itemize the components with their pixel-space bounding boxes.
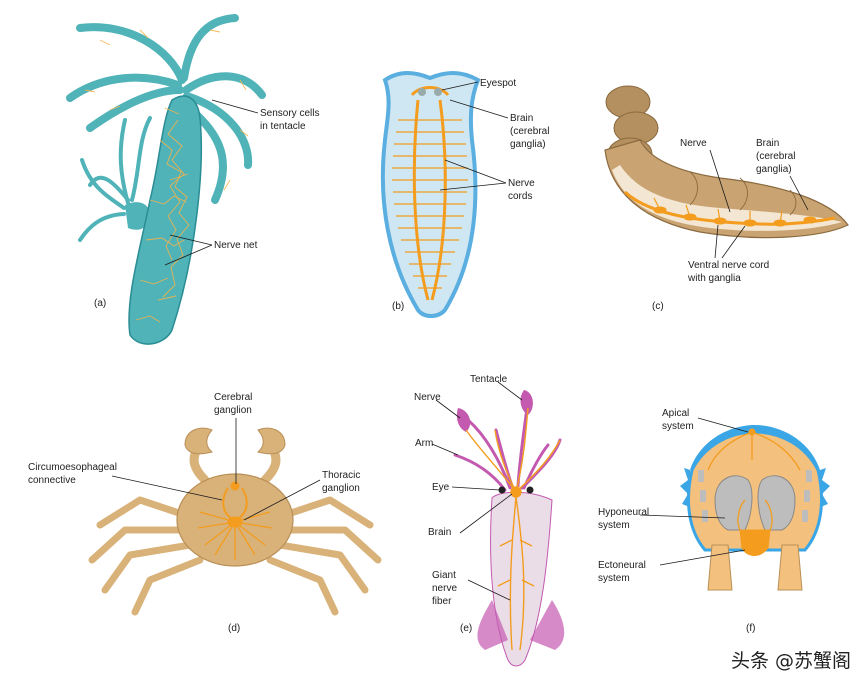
label-brain-3: ganglia)	[756, 164, 792, 175]
panel-d-crab: Cerebral ganglion Circumoesophageal conn…	[28, 392, 382, 634]
squid-fins	[477, 600, 565, 650]
panel-d-tag: (d)	[228, 623, 240, 634]
panel-f-tag: (f)	[746, 623, 755, 634]
watermark: 头条 @苏蟹阁	[730, 650, 851, 672]
label-brain-3: ganglia)	[510, 139, 546, 150]
urchin-nerves	[707, 428, 801, 556]
label-eyespot: Eyespot	[480, 78, 516, 89]
flatworm-transverse-nerves	[392, 119, 468, 289]
label-apical-system-2: system	[662, 421, 694, 432]
crab-legs	[88, 496, 382, 616]
label-thoracic-ganglion: Thoracic	[322, 470, 360, 481]
label-hyponeural-system: Hyponeural	[598, 507, 649, 518]
label-tentacle: Tentacle	[470, 374, 508, 385]
flatworm-nerve-cords	[410, 86, 450, 301]
squid-arm-tips	[456, 390, 533, 432]
label-circumoesophageal: Circumoesophageal	[28, 462, 117, 473]
label-ectoneural-system: Ectoneural	[598, 560, 646, 571]
label-nerve-cords-2: cords	[508, 191, 532, 202]
label-cerebral-ganglion: Cerebral	[214, 392, 252, 403]
label-brain: Brain	[756, 138, 779, 149]
label-nerve: Nerve	[680, 138, 707, 149]
label-nerve: Nerve	[414, 392, 441, 403]
annelid-ventral-cord	[623, 190, 836, 227]
squid-nerves	[465, 407, 561, 651]
label-apical-system: Apical	[662, 408, 689, 419]
panel-b-tag: (b)	[392, 301, 404, 312]
flatworm-eyespots	[418, 88, 442, 96]
panel-e-squid: Tentacle Nerve Arm Eye Brain Giant nerve…	[414, 374, 565, 667]
panel-c-annelid: Nerve Brain (cerebral ganglia) Ventral n…	[604, 85, 849, 312]
label-ventral-nerve-cord: Ventral nerve cord	[688, 260, 769, 271]
label-giant-nerve-fiber-3: fiber	[432, 596, 452, 607]
label-giant-nerve-fiber: Giant	[432, 570, 456, 581]
crab-nerves	[197, 481, 273, 560]
label-nerve-cords: Nerve	[508, 178, 535, 189]
label-ectoneural-system-2: system	[598, 573, 630, 584]
panel-a-hydra: Sensory cells in tentacle Nerve net (a)	[66, 14, 319, 345]
squid-arms	[453, 398, 562, 492]
label-hyponeural-system-2: system	[598, 520, 630, 531]
annelid-upper-rings	[689, 171, 797, 216]
panel-a-tag: (a)	[94, 298, 106, 309]
label-sensory-cells-2: in tentacle	[260, 121, 306, 132]
panel-f-echinoderm: Apical system Hyponeural system Ectoneur…	[598, 408, 830, 634]
label-ventral-nerve-cord-2: with ganglia	[687, 273, 741, 284]
crab-claws	[184, 427, 286, 485]
squid-mantle	[490, 491, 553, 667]
label-thoracic-ganglion-2: ganglion	[322, 483, 360, 494]
squid-eye-right	[526, 486, 534, 494]
panel-b-flatworm: Eyespot Brain (cerebral ganglia) Nerve c…	[380, 71, 549, 318]
label-brain: Brain	[428, 527, 451, 538]
urchin-inner-cavities	[714, 475, 796, 531]
urchin-test-plates	[698, 470, 812, 522]
squid-eye-left	[498, 486, 506, 494]
urchin-legs	[707, 544, 803, 591]
panel-e-tag: (e)	[460, 623, 472, 634]
label-brain-2: (cerebral	[756, 151, 795, 162]
label-sensory-cells: Sensory cells	[260, 108, 319, 119]
hydra-bud	[78, 116, 152, 242]
panel-c-tag: (c)	[652, 301, 664, 312]
label-circumoesophageal-2: connective	[28, 475, 76, 486]
label-eye: Eye	[432, 482, 450, 493]
label-cerebral-ganglion-2: ganglion	[214, 405, 252, 416]
label-brain: Brain	[510, 113, 533, 124]
flatworm-body	[380, 71, 481, 318]
label-nerve-net: Nerve net	[214, 240, 258, 251]
label-brain-2: (cerebral	[510, 126, 549, 137]
label-giant-nerve-fiber-2: nerve	[432, 583, 457, 594]
label-arm: Arm	[415, 438, 433, 449]
